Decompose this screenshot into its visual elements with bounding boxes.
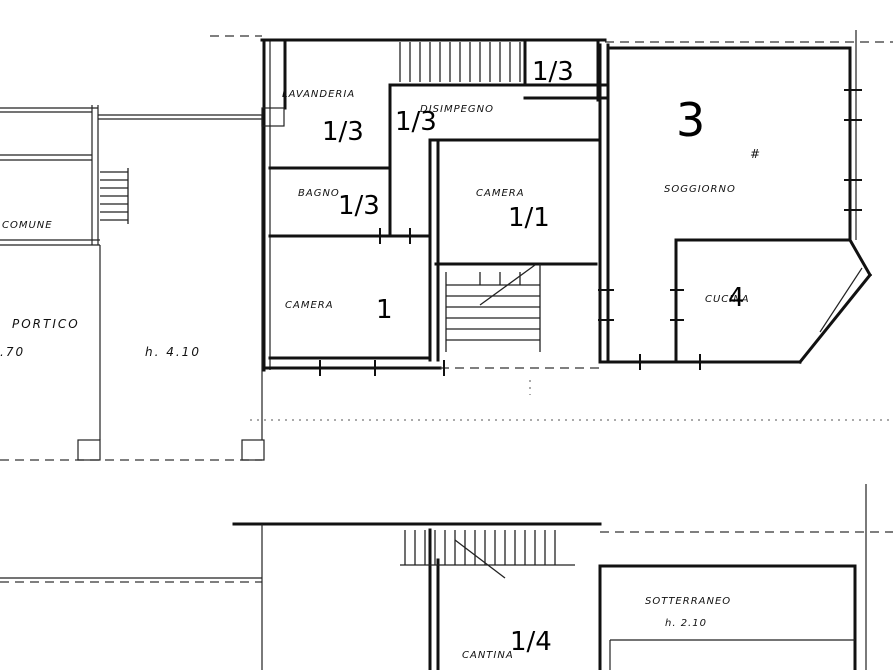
- annotation-soggiorno-number: 3: [676, 93, 705, 147]
- label-cantina: CANTINA: [462, 650, 514, 661]
- portico-area: [0, 105, 265, 461]
- label-camera-center: CAMERA: [476, 188, 525, 199]
- label-sotterraneo: SOTTERRANEO: [645, 596, 731, 607]
- annotation-cantina: 1/4: [510, 627, 552, 657]
- upper-stair: [399, 42, 521, 82]
- label-sotterraneo-height: h. 2.10: [665, 618, 707, 629]
- label-bagno: BAGNO: [298, 188, 340, 199]
- central-stair: [445, 264, 541, 352]
- apartment-walls: [210, 30, 893, 372]
- basement-stair: [400, 530, 575, 579]
- label-soggiorno: SOGGIORNO: [664, 184, 736, 195]
- label-comune: COMUNE: [2, 220, 53, 231]
- label-disimpegno: DISIMPEGNO: [420, 104, 494, 115]
- label-portico: PORTICO: [12, 317, 80, 331]
- label-lavanderia: LAVANDERIA: [282, 89, 355, 100]
- annotation-top-box: 1/3: [532, 57, 574, 87]
- label-camera-left: CAMERA: [285, 300, 334, 311]
- annotation-lavanderia: 1/3: [322, 117, 364, 147]
- annotation-disimpegno: 1/3: [395, 107, 437, 137]
- basement-walls: [0, 484, 893, 670]
- annotation-cucina: 4: [728, 283, 745, 313]
- annotation-soggiorno-mark: #: [750, 147, 762, 161]
- label-portico-height: h. 4.10: [145, 345, 201, 359]
- annotation-camera-left: 1: [376, 295, 393, 325]
- annotation-bagno: 1/3: [338, 191, 380, 221]
- annotation-camera-center: 1/1: [508, 203, 550, 233]
- label-cucina: CUCINA: [705, 294, 750, 305]
- label-portico-height-left: .70: [0, 345, 25, 359]
- wall-ticks: [263, 89, 862, 376]
